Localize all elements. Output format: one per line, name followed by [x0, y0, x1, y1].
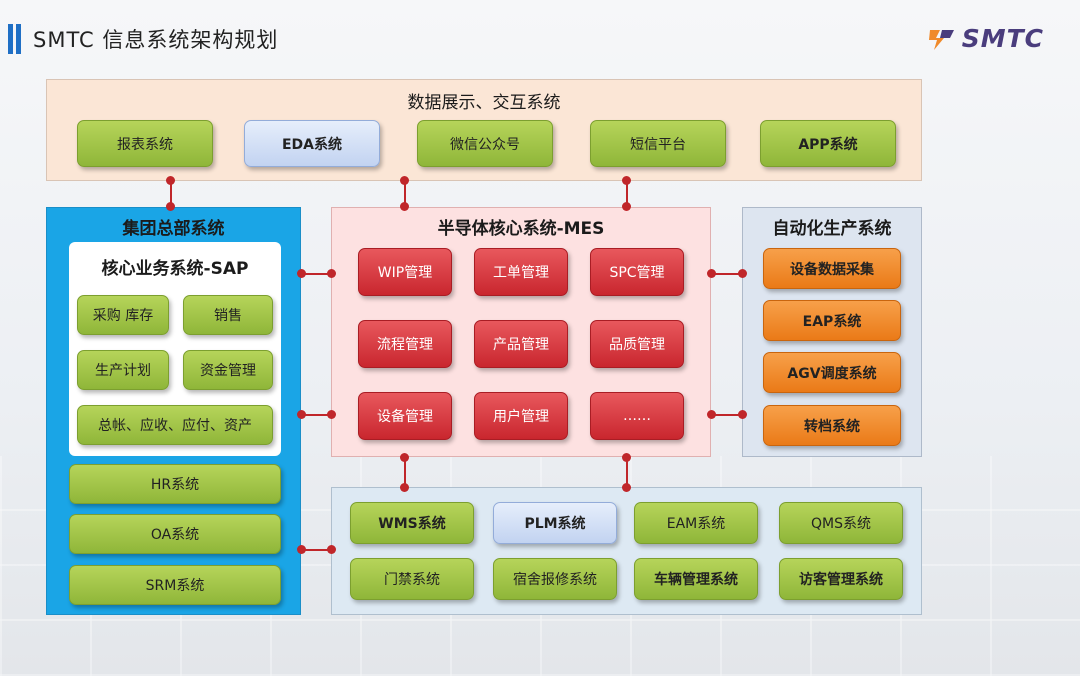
connector-dot — [327, 410, 336, 419]
mes-user: 用户管理 — [474, 392, 568, 440]
auto-eap: EAP系统 — [763, 300, 901, 341]
connector-dot — [400, 202, 409, 211]
mes-product: 产品管理 — [474, 320, 568, 368]
connector-dot — [297, 545, 306, 554]
smtc-logo: SMTC — [926, 24, 1044, 53]
connector-dot — [327, 269, 336, 278]
display-layer-title: 数据展示、交互系统 — [407, 93, 561, 113]
connector-mes-auto-2 — [711, 414, 742, 416]
mes-wip: WIP管理 — [358, 248, 452, 296]
module-plm: PLM系统 — [493, 502, 617, 544]
sap-item-sales: 销售 — [183, 295, 273, 335]
mes-equipment: 设备管理 — [358, 392, 452, 440]
connector-dot — [738, 410, 747, 419]
group-hq-panel: 集团总部系统 核心业务系统-SAP 采购 库存 销售 生产计划 资金管理 总帐、… — [46, 207, 301, 615]
mes-more: …… — [590, 392, 684, 440]
connector-dot — [622, 483, 631, 492]
connector-dot — [707, 269, 716, 278]
mes-workorder: 工单管理 — [474, 248, 568, 296]
support-systems-panel: WMS系统 PLM系统 EAM系统 QMS系统 门禁系统 宿舍报修系统 车辆管理… — [331, 487, 922, 615]
connector-top-mes-1 — [404, 181, 406, 207]
module-wechat: 微信公众号 — [417, 120, 553, 167]
display-layer-panel: 数据展示、交互系统 报表系统 EDA系统 微信公众号 短信平台 APP系统 — [46, 79, 922, 181]
connector-dot — [166, 202, 175, 211]
mes-spc: SPC管理 — [590, 248, 684, 296]
module-report: 报表系统 — [77, 120, 213, 167]
smtc-logo-icon — [928, 29, 954, 50]
module-oa: OA系统 — [69, 514, 281, 554]
module-sms: 短信平台 — [590, 120, 726, 167]
connector-dot — [622, 176, 631, 185]
connector-dot — [622, 453, 631, 462]
sap-item-ledger: 总帐、应收、应付、资产 — [77, 405, 273, 445]
connector-dot — [400, 453, 409, 462]
module-visitor: 访客管理系统 — [779, 558, 903, 600]
module-qms: QMS系统 — [779, 502, 903, 544]
connector-dot — [707, 410, 716, 419]
connector-dot — [622, 202, 631, 211]
module-dorm-repair: 宿舍报修系统 — [493, 558, 617, 600]
connector-top-hq — [170, 181, 172, 207]
connector-top-mes-2 — [626, 181, 628, 207]
module-eda: EDA系统 — [244, 120, 380, 167]
group-hq-title: 集团总部系统 — [122, 219, 225, 239]
sap-box: 核心业务系统-SAP 采购 库存 销售 生产计划 资金管理 总帐、应收、应付、资… — [69, 242, 281, 456]
auto-file-transfer: 转档系统 — [763, 405, 901, 446]
module-app: APP系统 — [760, 120, 896, 167]
sap-item-purchase-inventory: 采购 库存 — [77, 295, 169, 335]
connector-dot — [297, 410, 306, 419]
module-access-control: 门禁系统 — [350, 558, 474, 600]
module-vehicle: 车辆管理系统 — [634, 558, 758, 600]
mes-panel: 半导体核心系统-MES WIP管理 工单管理 SPC管理 流程管理 产品管理 品… — [331, 207, 711, 457]
sap-title: 核心业务系统-SAP — [101, 259, 249, 279]
connector-hq-mes-2 — [301, 414, 331, 416]
sap-item-production-plan: 生产计划 — [77, 350, 169, 390]
connector-dot — [297, 269, 306, 278]
connector-dot — [738, 269, 747, 278]
module-srm: SRM系统 — [69, 565, 281, 605]
mes-process: 流程管理 — [358, 320, 452, 368]
auto-data-collection: 设备数据采集 — [763, 248, 901, 289]
slide-header: SMTC 信息系统架构规划 — [8, 22, 278, 56]
mes-quality: 品质管理 — [590, 320, 684, 368]
connector-dot — [327, 545, 336, 554]
sap-item-fund-mgmt: 资金管理 — [183, 350, 273, 390]
auto-agv: AGV调度系统 — [763, 352, 901, 393]
connector-mes-auto-1 — [711, 273, 742, 275]
module-eam: EAM系统 — [634, 502, 758, 544]
automation-title: 自动化生产系统 — [772, 219, 892, 239]
automation-panel: 自动化生产系统 设备数据采集 EAP系统 AGV调度系统 转档系统 — [742, 207, 922, 457]
connector-dot — [166, 176, 175, 185]
connector-hq-bottom — [301, 549, 331, 551]
logo-text: SMTC — [961, 24, 1044, 53]
connector-mes-bottom-2 — [626, 457, 628, 487]
page-title: SMTC 信息系统架构规划 — [33, 28, 279, 52]
mes-title: 半导体核心系统-MES — [437, 219, 605, 239]
connector-dot — [400, 483, 409, 492]
connector-mes-bottom-1 — [404, 457, 406, 487]
connector-dot — [400, 176, 409, 185]
connector-hq-mes-1 — [301, 273, 331, 275]
module-wms: WMS系统 — [350, 502, 474, 544]
title-bars-icon — [8, 24, 21, 54]
module-hr: HR系统 — [69, 464, 281, 504]
